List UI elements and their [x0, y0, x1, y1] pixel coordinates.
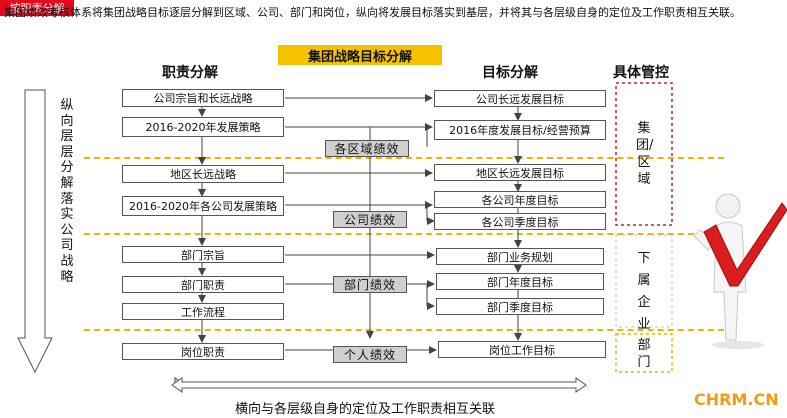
left-box-5: 部门宗旨 [122, 246, 284, 263]
banner-title: 集团战略目标分解 [278, 45, 442, 65]
perf-label-individual: 个人绩效 [333, 346, 407, 363]
control-label-group: 集团/区域 [636, 121, 654, 187]
header-control: 具体管控 [613, 65, 669, 81]
right-box-8: 部门季度目标 [436, 298, 604, 315]
left-box-2: 2016-2020年发展策略 [122, 117, 284, 137]
right-box-1: 公司长远发展目标 [434, 90, 606, 107]
right-box-4: 各公司年度目标 [434, 191, 606, 208]
level-divider [84, 329, 724, 331]
perf-label-department: 部门绩效 [333, 276, 407, 293]
perf-label-region: 各区域绩效 [325, 140, 409, 157]
bottom-label: 横向与各层级自身的定位及工作职责相互关联 [234, 402, 495, 417]
duty-split-tag: 按职责分解 [0, 0, 74, 16]
control-label-department: 部门 [637, 338, 651, 370]
right-box-6: 部门业务规划 [436, 248, 604, 265]
right-box-5: 各公司季度目标 [434, 213, 606, 230]
vertical-label: 纵向层层分解落实公司战略 [60, 98, 74, 285]
control-label-subsidiary: 下属企业 [637, 251, 651, 332]
left-box-8: 岗位职责 [122, 343, 284, 360]
left-box-6: 部门职责 [122, 276, 284, 293]
header-goal: 目标分解 [482, 65, 538, 81]
right-box-7: 部门年度目标 [436, 273, 604, 290]
level-divider [84, 157, 724, 159]
intro-text: 集团绩效考核体系将集团战略目标逐层分解到区域、公司、部门和岗位，纵向将发展目标落… [4, 6, 741, 19]
header-duty: 职责分解 [162, 65, 218, 81]
right-box-9: 岗位工作目标 [438, 341, 606, 358]
left-box-7: 工作流程 [122, 303, 284, 320]
right-box-2: 2016年度发展目标/经营预算 [434, 120, 606, 140]
left-box-1: 公司宗旨和长远战略 [122, 89, 284, 107]
level-divider [84, 233, 724, 235]
right-box-3: 地区长远发展目标 [434, 164, 606, 181]
perf-label-company: 公司绩效 [333, 211, 407, 228]
left-box-4: 2016-2020年各公司发展策略 [122, 196, 284, 216]
check-mark-figure [693, 193, 787, 349]
logo: CHRM.CN [694, 390, 779, 409]
left-box-3: 地区长远战略 [122, 165, 284, 183]
